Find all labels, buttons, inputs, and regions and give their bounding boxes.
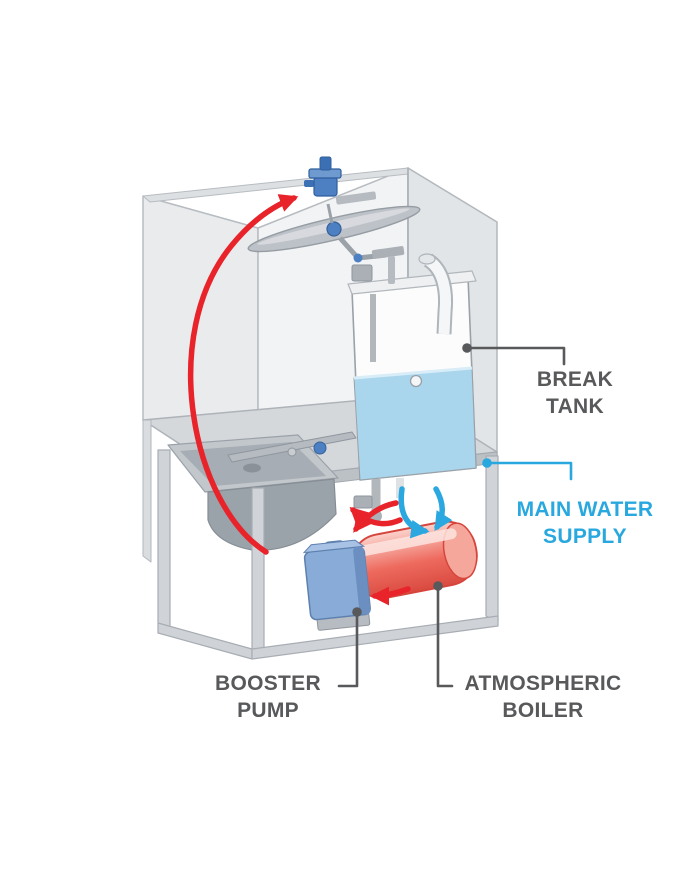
booster-pump-label-line1: BOOSTER (215, 672, 321, 695)
pump-shape (302, 539, 371, 631)
atmospheric-boiler-label-line2: BOILER (502, 699, 584, 723)
upper-wash-arm (247, 205, 421, 284)
callouts (337, 343, 573, 688)
main-water-supply-label-line1: MAIN WATER (516, 498, 654, 521)
main-water-supply-label: MAIN WATER SUPPLY (498, 496, 672, 551)
red-flow-arrows (187, 194, 411, 606)
break-tank-shape (347, 253, 477, 481)
atmospheric-boiler-callout (433, 581, 454, 688)
boiler-shape (350, 520, 478, 600)
hot-water-arrow-down (353, 500, 399, 533)
main-water-supply-callout (482, 458, 573, 481)
booster-pump-label: BOOSTER PUMP (186, 670, 350, 725)
boiler-to-pump-arrow (370, 586, 411, 606)
break-tank-callout (462, 343, 566, 366)
atmospheric-boiler-label-line1: ATMOSPHERIC (464, 672, 622, 695)
cold-feed-arrow (433, 486, 453, 531)
tank-fitting (409, 374, 423, 388)
main-water-supply-label-line2: SUPPLY (543, 525, 627, 549)
base-frame (142, 419, 499, 660)
break-tank-label-line2: TANK (546, 395, 604, 419)
atmospheric-boiler-label: ATMOSPHERIC BOILER (450, 670, 636, 725)
booster-pump-callout (337, 607, 362, 688)
lower-wash-arm (227, 431, 357, 463)
booster-pump-label-line2: PUMP (237, 699, 299, 723)
rinse-head (304, 156, 377, 224)
break-tank-label-line1: BREAK (536, 368, 614, 391)
overflow-pipe (418, 253, 453, 335)
break-tank-label: BREAK TANK (500, 366, 650, 421)
tank-to-boiler-arrow (398, 486, 430, 539)
blue-flow-arrows (398, 486, 453, 539)
recirculation-arrow (187, 194, 299, 555)
